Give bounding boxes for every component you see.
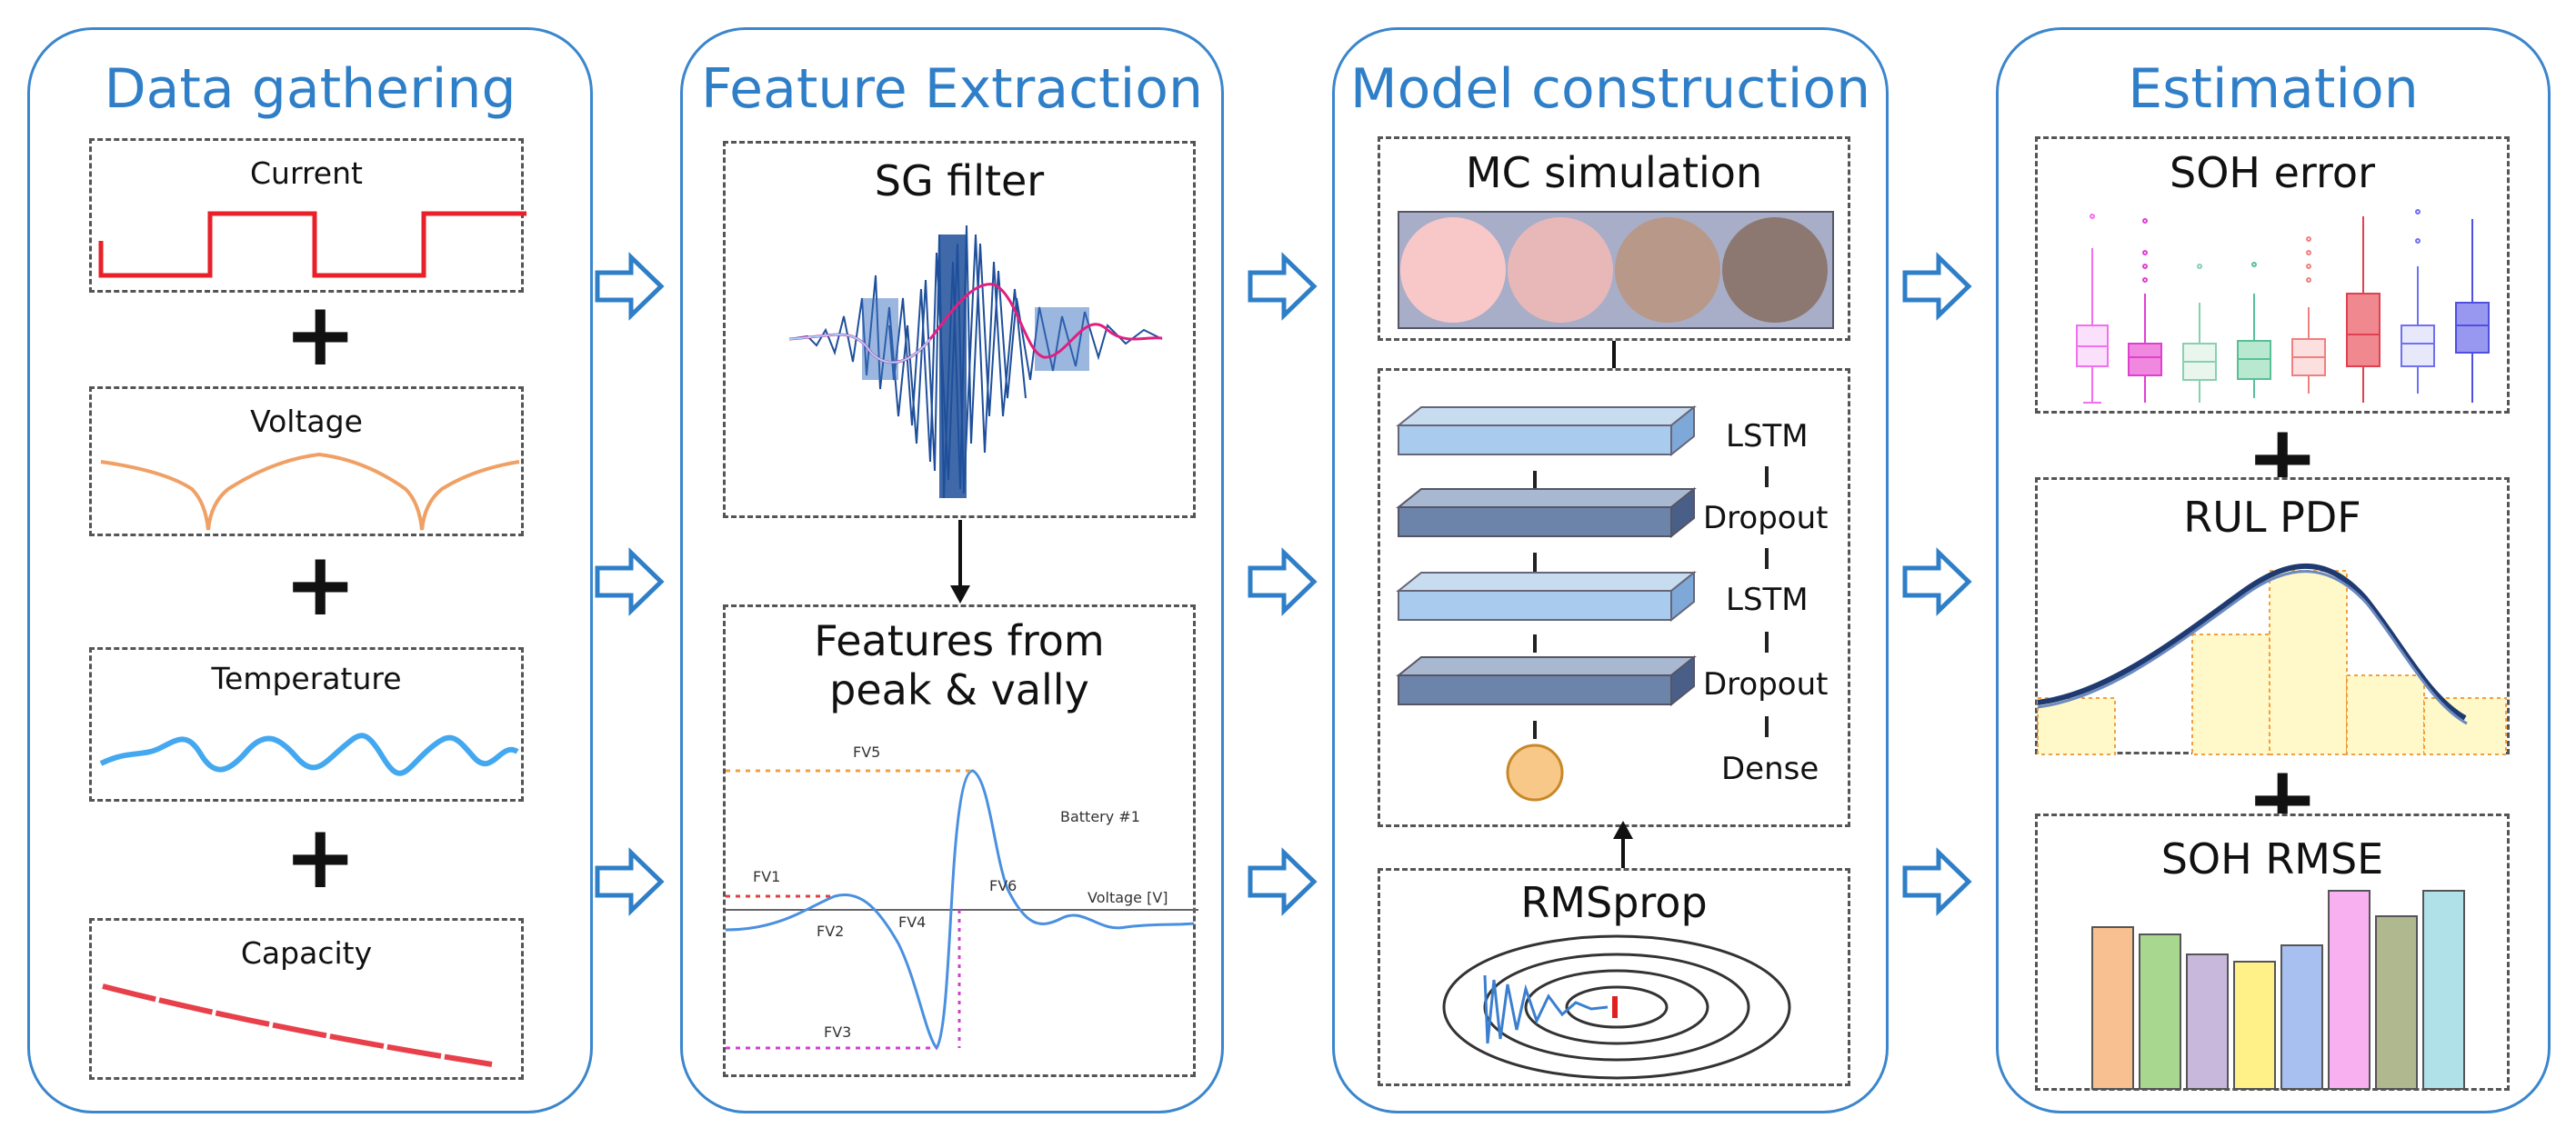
voltage-label: Voltage (250, 404, 363, 439)
rmse-bar (2186, 953, 2229, 1090)
soh-error-box: SOH error (2035, 136, 2510, 414)
histogram-bar (2191, 634, 2270, 755)
network-box: LSTM Dropout LSTM Dropout Dense (1378, 368, 1850, 827)
flow-arrow (1248, 547, 1318, 616)
sg-filter-plot (788, 225, 1163, 499)
fv2-label: FV2 (817, 923, 844, 940)
histogram-bar (2269, 570, 2348, 755)
dense-node (1506, 744, 1564, 802)
boxplot-item (2128, 218, 2162, 403)
mc-sample (1508, 217, 1613, 323)
fv1-label: FV1 (753, 868, 780, 885)
capacity-label: Capacity (240, 935, 373, 971)
voltage-axis-label: Voltage [V] (1088, 889, 1168, 906)
fv5-label: FV5 (853, 744, 880, 761)
panel-title-estimation: Estimation (2128, 57, 2419, 121)
flow-arrow (595, 547, 665, 616)
rmsprop-box: RMSprop (1378, 868, 1850, 1086)
features-label-line2: peak & vally (829, 665, 1089, 714)
rmse-bar (2375, 915, 2418, 1090)
rmse-bar (2091, 926, 2134, 1090)
network-diagram (1396, 404, 1769, 802)
boxplot-item (2291, 236, 2326, 394)
sg-filter-box: SG filter (723, 141, 1196, 518)
rmse-bar (2280, 944, 2323, 1090)
lstm-layer-2 (1396, 570, 1697, 623)
fv6-label: FV6 (989, 877, 1017, 894)
features-plot: FV5 FV1 FV2 FV4 FV3 FV6 Battery #1 Volta… (725, 744, 1198, 1051)
mc-simulation-label: MC simulation (1465, 148, 1763, 197)
fv3-label: FV3 (824, 1023, 851, 1041)
features-box: Features from peak & vally FV5 FV1 FV2 F… (723, 604, 1198, 1077)
current-signal (98, 211, 526, 278)
flow-arrow (1902, 847, 1972, 916)
up-arrow (1613, 821, 1633, 873)
rmse-bar (2422, 890, 2465, 1090)
features-label-line1: Features from (814, 616, 1105, 665)
flow-arrow (595, 252, 665, 321)
mc-sample (1722, 217, 1828, 323)
rul-pdf-label: RUL PDF (2183, 493, 2361, 542)
rmse-bar (2233, 961, 2276, 1090)
histogram-bar (2346, 674, 2425, 755)
plus-sign: + (284, 806, 357, 908)
current-label: Current (250, 155, 363, 191)
capacity-box: Capacity (89, 918, 524, 1080)
rmsprop-contour (1442, 934, 1791, 1080)
layer-label-lstm: LSTM (1726, 582, 1809, 618)
down-arrow (950, 520, 970, 604)
temperature-box: Temperature (89, 647, 524, 802)
flow-arrow (1248, 847, 1318, 916)
flow-arrow (1902, 252, 1972, 321)
sg-filter-label: SG filter (874, 156, 1045, 205)
plus-sign: + (284, 534, 357, 635)
panel-title-feature-extraction: Feature Extraction (700, 57, 1204, 121)
lstm-layer-1 (1396, 404, 1697, 457)
battery-label: Battery #1 (1060, 808, 1140, 825)
boxplot-item (2346, 216, 2381, 403)
boxplot-item (2237, 262, 2271, 398)
soh-error-label: SOH error (2170, 148, 2375, 197)
layer-label-dense: Dense (1721, 751, 1819, 787)
mc-sample (1615, 217, 1720, 323)
mc-simulation-box: MC simulation (1378, 136, 1850, 341)
voltage-signal (100, 452, 520, 531)
mc-sample (1400, 217, 1506, 323)
soh-rmse-label: SOH RMSE (2160, 834, 2384, 883)
boxplot-item (2455, 219, 2490, 403)
rul-pdf-box: RUL PDF (2035, 477, 2510, 755)
layer-label-lstm: LSTM (1726, 418, 1809, 454)
panel-title-model-construction: Model construction (1349, 57, 1871, 121)
boxplot-item (2182, 264, 2217, 403)
plus-sign: + (284, 284, 357, 385)
rmse-bar (2328, 890, 2371, 1090)
capacity-signal (102, 983, 493, 1067)
boxplot-item (2076, 214, 2109, 404)
dropout-layer-2 (1396, 654, 1697, 707)
voltage-box: Voltage (89, 386, 524, 536)
layer-label-dropout: Dropout (1703, 666, 1829, 703)
layer-label-dropout: Dropout (1703, 500, 1829, 536)
flow-arrow (1248, 252, 1318, 321)
rul-pdf-plot (2037, 563, 2507, 755)
panel-title-data-gathering: Data gathering (104, 57, 516, 121)
boxplot-item (2401, 209, 2435, 394)
temperature-signal (99, 733, 519, 776)
histogram-bar (2423, 697, 2507, 755)
histogram-bar (2037, 697, 2116, 755)
rmsprop-label: RMSprop (1520, 878, 1708, 927)
flow-arrow (595, 847, 665, 916)
dropout-layer-1 (1396, 486, 1697, 539)
rmse-bar (2139, 933, 2181, 1090)
soh-rmse-box: SOH RMSE (2035, 814, 2510, 1091)
mc-simulation-image (1398, 211, 1834, 329)
soh-error-boxplot (2076, 209, 2490, 404)
flow-arrow (1902, 547, 1972, 616)
fv4-label: FV4 (898, 913, 926, 931)
soh-rmse-bars (2091, 890, 2465, 1090)
temperature-label: Temperature (211, 661, 402, 696)
current-box: Current (89, 138, 526, 293)
